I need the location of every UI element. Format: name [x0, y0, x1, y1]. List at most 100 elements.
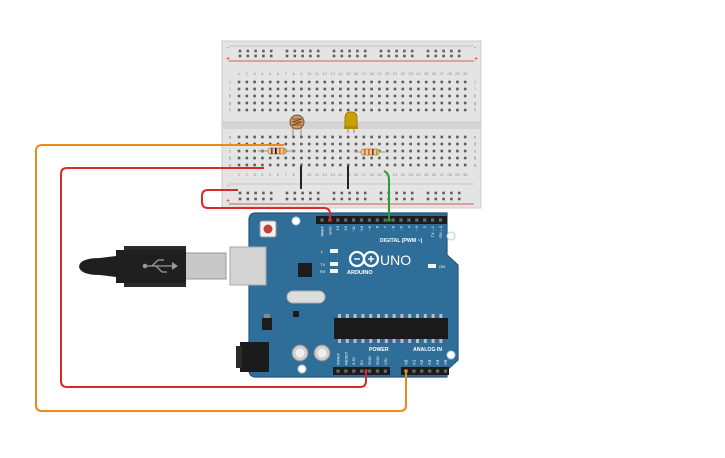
- rail-hole-top-negative[interactable]: [246, 49, 250, 53]
- power-pin[interactable]: [336, 369, 340, 373]
- terminal-hole[interactable]: [331, 135, 334, 139]
- power-pin[interactable]: [368, 369, 372, 373]
- terminal-hole[interactable]: [237, 163, 241, 167]
- rail-hole-bottom-positive[interactable]: [410, 197, 414, 201]
- power-pin[interactable]: [383, 369, 387, 373]
- terminal-hole[interactable]: [245, 156, 249, 160]
- rail-hole-top-positive[interactable]: [332, 54, 336, 58]
- rail-hole-top-negative[interactable]: [356, 49, 359, 53]
- terminal-hole[interactable]: [346, 156, 350, 160]
- rail-hole-bottom-positive[interactable]: [340, 197, 344, 201]
- terminal-hole[interactable]: [276, 108, 280, 112]
- terminal-hole[interactable]: [456, 149, 459, 153]
- terminal-hole[interactable]: [339, 87, 342, 91]
- rail-hole-bottom-positive[interactable]: [363, 197, 367, 201]
- rail-hole-bottom-positive[interactable]: [348, 197, 351, 201]
- rail-hole-top-negative[interactable]: [340, 49, 344, 53]
- header-pin[interactable]: [344, 218, 348, 222]
- terminal-hole[interactable]: [261, 156, 264, 160]
- terminal-hole[interactable]: [323, 156, 327, 160]
- terminal-hole[interactable]: [276, 163, 280, 167]
- terminal-hole[interactable]: [393, 149, 397, 153]
- rail-hole-bottom-negative[interactable]: [269, 191, 273, 195]
- terminal-hole[interactable]: [448, 80, 451, 84]
- terminal-hole[interactable]: [378, 156, 381, 160]
- rail-hole-top-negative[interactable]: [262, 49, 265, 53]
- terminal-hole[interactable]: [409, 94, 412, 98]
- rail-hole-top-negative[interactable]: [442, 49, 445, 53]
- terminal-hole[interactable]: [237, 87, 241, 91]
- terminal-hole[interactable]: [401, 149, 405, 153]
- rail-hole-top-positive[interactable]: [316, 54, 320, 58]
- terminal-hole[interactable]: [245, 135, 249, 139]
- terminal-hole[interactable]: [440, 80, 444, 84]
- terminal-hole[interactable]: [354, 94, 358, 98]
- power-pin[interactable]: [344, 369, 348, 373]
- header-pin[interactable]: [375, 218, 379, 222]
- terminal-hole[interactable]: [307, 142, 311, 146]
- terminal-hole[interactable]: [440, 163, 444, 167]
- rail-hole-bottom-positive[interactable]: [332, 197, 336, 201]
- terminal-hole[interactable]: [276, 135, 280, 139]
- terminal-hole[interactable]: [339, 163, 342, 167]
- terminal-hole[interactable]: [315, 108, 319, 112]
- terminal-hole[interactable]: [463, 156, 467, 160]
- terminal-hole[interactable]: [378, 87, 381, 91]
- terminal-hole[interactable]: [292, 94, 295, 98]
- rail-hole-top-negative[interactable]: [285, 49, 289, 53]
- power-pin[interactable]: [360, 369, 364, 373]
- rail-hole-top-negative[interactable]: [426, 49, 430, 53]
- terminal-hole[interactable]: [456, 142, 459, 146]
- terminal-hole[interactable]: [354, 156, 358, 160]
- rail-hole-top-positive[interactable]: [356, 54, 359, 58]
- terminal-hole[interactable]: [463, 94, 467, 98]
- terminal-hole[interactable]: [323, 108, 327, 112]
- rail-hole-top-positive[interactable]: [379, 54, 383, 58]
- terminal-hole[interactable]: [385, 142, 389, 146]
- terminal-hole[interactable]: [393, 80, 397, 84]
- rail-hole-bottom-negative[interactable]: [285, 191, 289, 195]
- terminal-hole[interactable]: [253, 149, 256, 153]
- yellow-led[interactable]: [344, 111, 358, 133]
- terminal-hole[interactable]: [354, 80, 358, 84]
- terminal-hole[interactable]: [409, 135, 412, 139]
- usb-cable[interactable]: [79, 246, 267, 287]
- analog-pin[interactable]: [436, 369, 440, 373]
- rail-hole-bottom-positive[interactable]: [403, 197, 406, 201]
- terminal-hole[interactable]: [432, 94, 436, 98]
- terminal-hole[interactable]: [424, 108, 428, 112]
- terminal-hole[interactable]: [385, 156, 389, 160]
- terminal-hole[interactable]: [276, 80, 280, 84]
- rail-hole-bottom-positive[interactable]: [379, 197, 383, 201]
- rail-hole-top-positive[interactable]: [363, 54, 367, 58]
- rail-hole-bottom-negative[interactable]: [309, 191, 312, 195]
- rail-hole-top-positive[interactable]: [450, 54, 453, 58]
- terminal-hole[interactable]: [424, 94, 428, 98]
- rail-hole-top-negative[interactable]: [387, 49, 391, 53]
- resistor-ldr[interactable]: [258, 147, 296, 155]
- terminal-hole[interactable]: [245, 163, 249, 167]
- terminal-hole[interactable]: [432, 142, 436, 146]
- terminal-hole[interactable]: [323, 101, 327, 105]
- terminal-hole[interactable]: [346, 101, 350, 105]
- rail-hole-bottom-positive[interactable]: [246, 197, 250, 201]
- analog-pin[interactable]: [412, 369, 416, 373]
- rail-hole-top-positive[interactable]: [340, 54, 344, 58]
- terminal-hole[interactable]: [284, 94, 288, 98]
- terminal-hole[interactable]: [409, 101, 412, 105]
- terminal-hole[interactable]: [323, 149, 327, 153]
- terminal-hole[interactable]: [432, 135, 436, 139]
- terminal-hole[interactable]: [378, 163, 381, 167]
- terminal-hole[interactable]: [323, 142, 327, 146]
- header-pin[interactable]: [399, 218, 403, 222]
- terminal-hole[interactable]: [346, 163, 350, 167]
- terminal-hole[interactable]: [385, 163, 389, 167]
- terminal-hole[interactable]: [268, 156, 272, 160]
- terminal-hole[interactable]: [253, 108, 256, 112]
- terminal-hole[interactable]: [440, 149, 444, 153]
- terminal-hole[interactable]: [463, 142, 467, 146]
- terminal-hole[interactable]: [315, 101, 319, 105]
- header-pin[interactable]: [431, 218, 435, 222]
- rail-hole-bottom-negative[interactable]: [332, 191, 336, 195]
- terminal-hole[interactable]: [276, 101, 280, 105]
